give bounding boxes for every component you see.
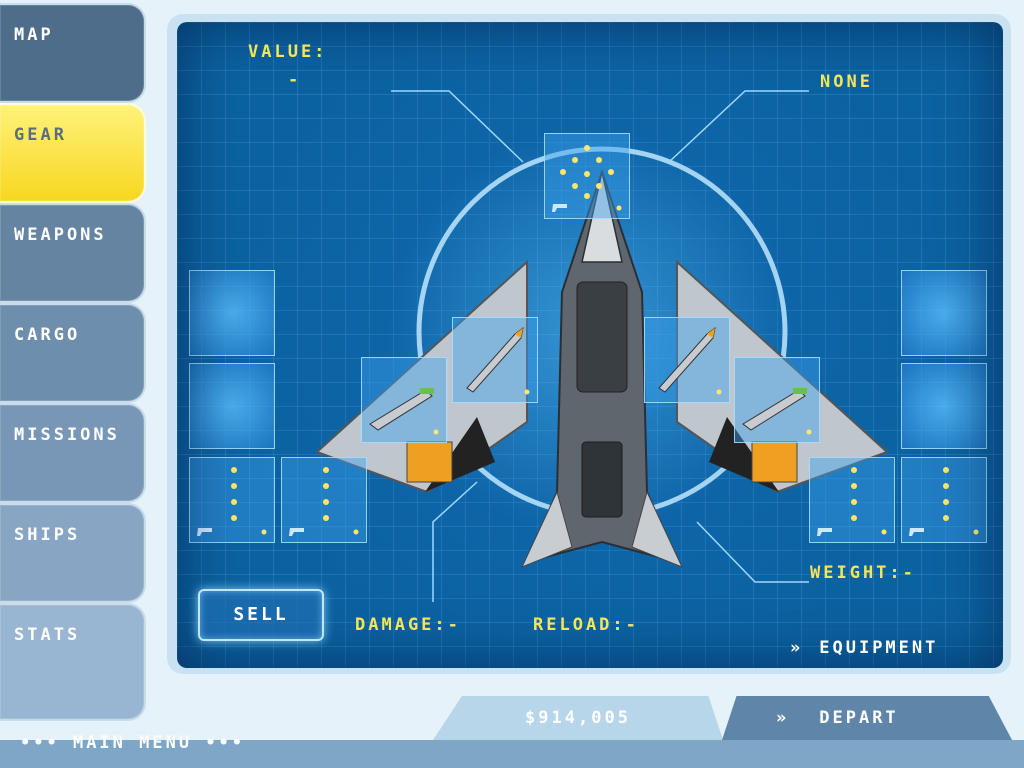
weight-label: WEIGHT:- xyxy=(810,563,916,583)
ship-cockpit xyxy=(576,281,628,393)
double-chevron-icon: » xyxy=(790,638,804,658)
slot-right-cannon[interactable] xyxy=(734,357,820,443)
cannon-icon xyxy=(742,388,812,435)
tab-gear[interactable]: GEAR xyxy=(0,103,146,203)
damage-label-text: DAMAGE: xyxy=(355,615,448,635)
slot-right-laser-1[interactable] xyxy=(809,457,895,543)
value-readout: - xyxy=(288,70,302,90)
slot-left-cannon[interactable] xyxy=(361,357,447,443)
laser-gun-icon xyxy=(817,467,887,536)
missile-icon xyxy=(466,326,530,395)
ship-nose xyxy=(581,171,623,263)
depart-button[interactable]: » DEPART xyxy=(722,696,1012,740)
dots-icon: ••• xyxy=(192,733,246,753)
reload-label-text: RELOAD: xyxy=(533,615,626,635)
slot-top-spread-gun[interactable] xyxy=(544,133,630,219)
ship-right-engine xyxy=(751,441,798,483)
double-chevron-icon: » xyxy=(776,708,790,728)
weight-label-text: WEIGHT: xyxy=(810,563,903,583)
laser-gun-icon xyxy=(909,467,979,536)
main-menu-label: MAIN MENU xyxy=(72,733,193,753)
credits-display: $914,005 xyxy=(433,696,723,740)
slot-left-missile[interactable] xyxy=(452,317,538,403)
leader-line-damage xyxy=(432,481,478,602)
tab-missions[interactable]: MISSIONS xyxy=(0,403,146,503)
main-menu-button[interactable]: ••• MAIN MENU ••• xyxy=(20,733,245,753)
value-label: VALUE: xyxy=(248,42,328,62)
equipment-button[interactable]: » EQUIPMENT xyxy=(790,638,938,658)
damage-label: DAMAGE:- xyxy=(355,615,461,635)
tab-ships[interactable]: SHIPS xyxy=(0,503,146,603)
tab-cargo[interactable]: CARGO xyxy=(0,303,146,403)
sell-button[interactable]: SELL xyxy=(198,589,324,641)
slot-left-empty-1[interactable] xyxy=(189,270,275,356)
weight-readout: - xyxy=(902,563,916,583)
slot-right-empty-2[interactable] xyxy=(901,363,987,449)
spread-gun-icon xyxy=(552,145,622,212)
dots-icon: ••• xyxy=(20,733,73,753)
tab-weapons[interactable]: WEAPONS xyxy=(0,203,146,303)
ship-intake xyxy=(581,441,623,518)
slot-right-missile[interactable] xyxy=(644,317,730,403)
laser-gun-icon xyxy=(289,467,359,536)
depart-label: DEPART xyxy=(819,708,899,728)
slot-left-laser-1[interactable] xyxy=(189,457,275,543)
slot-left-empty-2[interactable] xyxy=(189,363,275,449)
slot-right-empty-1[interactable] xyxy=(901,270,987,356)
bottom-bar xyxy=(0,740,1024,768)
slot-right-laser-2[interactable] xyxy=(901,457,987,543)
leader-line-name xyxy=(668,90,809,163)
leader-line-weight xyxy=(696,521,809,583)
tab-map[interactable]: MAP xyxy=(0,3,146,103)
missile-icon xyxy=(658,326,722,395)
laser-gun-icon xyxy=(197,467,267,536)
reload-label: RELOAD:- xyxy=(533,615,639,635)
gear-panel xyxy=(167,14,1011,674)
reload-readout: - xyxy=(625,615,639,635)
cannon-icon xyxy=(369,388,439,435)
tab-stats[interactable]: STATS xyxy=(0,603,146,721)
damage-readout: - xyxy=(447,615,461,635)
ship-left-engine xyxy=(406,441,453,483)
ship-left-fin xyxy=(521,490,573,568)
ship-right-fin xyxy=(631,490,683,568)
slot-left-laser-2[interactable] xyxy=(281,457,367,543)
item-name: NONE xyxy=(820,72,873,92)
blueprint-grid xyxy=(177,22,1003,668)
equipment-label: EQUIPMENT xyxy=(819,638,939,658)
leader-line-value xyxy=(391,90,524,163)
